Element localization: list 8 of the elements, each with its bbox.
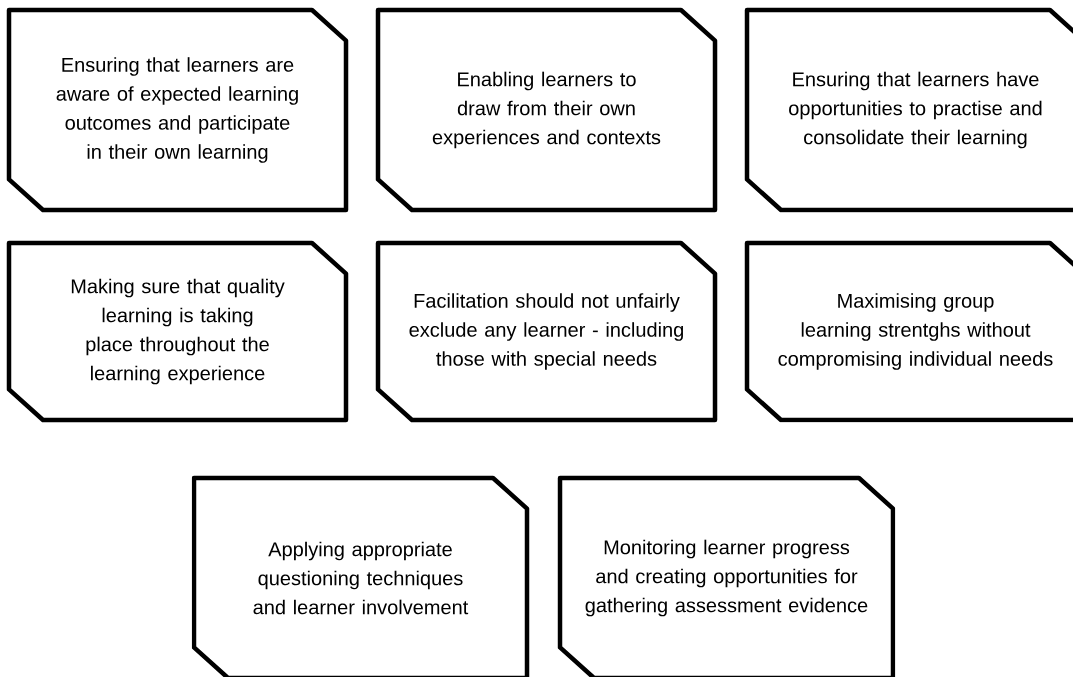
- text-box: Ensuring that learners are aware of expected learning outcomes and participate in their own learning: [6, 7, 349, 213]
- text-box: Maximising group learning strentghs without compromising individual needs: [744, 240, 1073, 423]
- text-box: Facilitation should not unfairly exclude any learner - including those with special needs: [375, 240, 718, 423]
- text-box: Enabling learners to draw from their own experiences and contexts: [375, 7, 718, 213]
- text-box: Applying appropriate questioning techniques and learner involvement: [191, 475, 530, 677]
- text-box: Monitoring learner progress and creating opportunities for gathering assessment evidence: [557, 475, 896, 677]
- text-box: Ensuring that learners have opportunities to practise and consolidate their learning: [744, 7, 1073, 213]
- text-box: Making sure that quality learning is taking place throughout the learning experience: [6, 240, 349, 423]
